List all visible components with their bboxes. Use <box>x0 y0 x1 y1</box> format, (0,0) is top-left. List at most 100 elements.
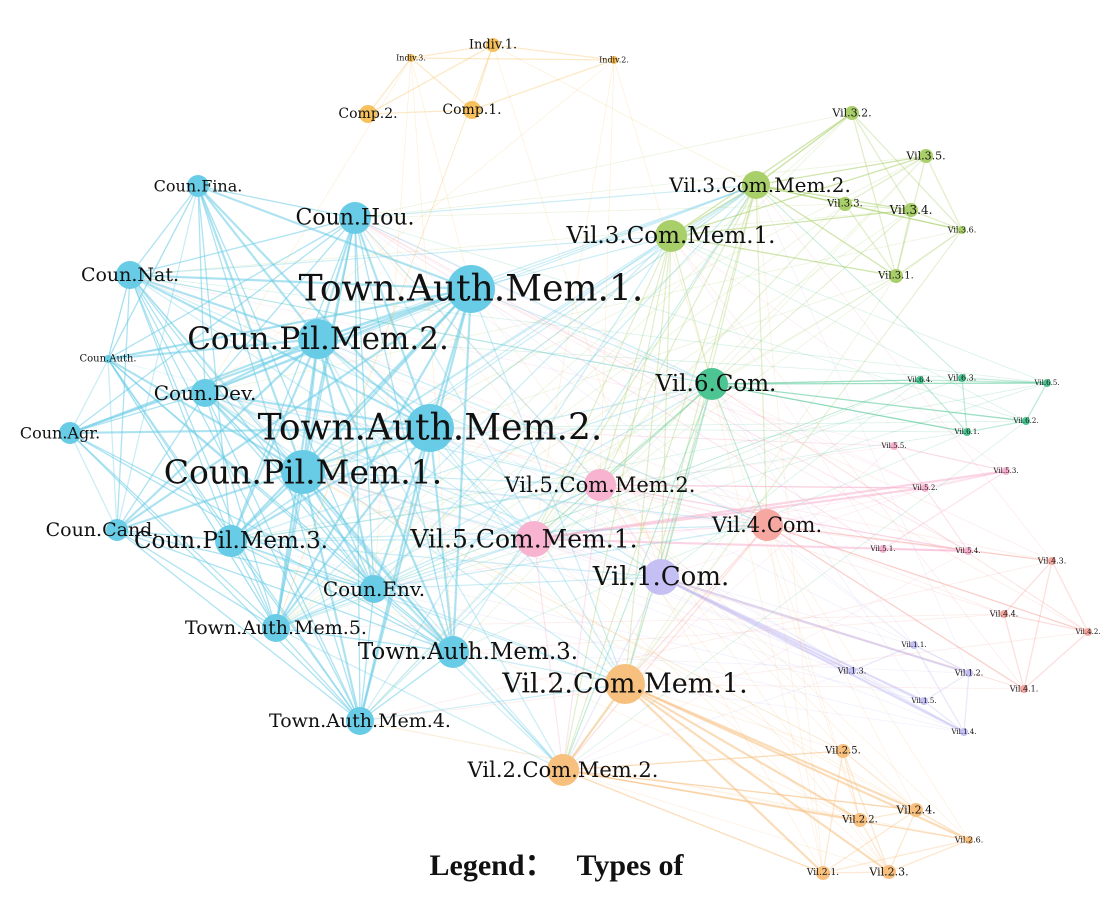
edge <box>354 112 853 219</box>
edge <box>844 155 927 205</box>
edge <box>107 358 118 531</box>
node-vil62 <box>1022 417 1030 425</box>
edge <box>302 155 927 473</box>
edge <box>429 427 895 447</box>
edge <box>859 809 917 821</box>
node-label-vil34: Vil.3.4. <box>889 203 933 217</box>
edge <box>69 185 199 434</box>
node-label-counauth: Coun.Auth. <box>79 354 136 365</box>
edge <box>470 288 1053 562</box>
node-vil61 <box>963 428 971 436</box>
edge <box>316 338 455 653</box>
node-label-vil1com: Vil.1.Com. <box>592 562 730 592</box>
edge <box>274 471 305 629</box>
edge <box>470 288 915 646</box>
node-label-vil63: Vil.6.3. <box>947 374 977 383</box>
edge <box>275 627 361 722</box>
edge <box>1023 560 1053 690</box>
edge <box>230 540 861 821</box>
edge <box>451 288 473 653</box>
edge <box>230 540 375 590</box>
node-vil35 <box>919 149 933 163</box>
edge <box>129 274 232 542</box>
edge <box>129 274 1005 615</box>
edge <box>230 538 535 542</box>
edge <box>373 588 564 771</box>
edge <box>822 750 844 874</box>
node-comp2 <box>359 105 377 123</box>
edge <box>670 155 927 237</box>
node-label-vil51: Vil.5.1. <box>870 545 896 553</box>
edge <box>1025 382 1048 422</box>
edge <box>429 427 662 578</box>
edge <box>275 484 601 629</box>
edge <box>882 470 1007 550</box>
edge <box>129 274 361 722</box>
node-label-vil25: Vil.2.5. <box>824 746 861 757</box>
edge <box>359 588 375 722</box>
edge <box>711 209 912 385</box>
edge <box>599 484 917 811</box>
edge <box>116 529 375 590</box>
edge <box>359 203 846 722</box>
edge <box>358 427 432 722</box>
edge <box>766 524 861 821</box>
edge <box>452 651 626 685</box>
edge <box>961 377 1048 384</box>
edge <box>116 529 361 722</box>
edge <box>533 377 963 540</box>
node-label-vil35: Vil.3.5. <box>905 150 945 163</box>
node-counpil3 <box>215 525 247 557</box>
edge <box>895 229 963 277</box>
edge <box>711 383 824 874</box>
edge <box>893 445 926 489</box>
node-label-tam5: Town.Auth.Mem.5. <box>185 617 367 639</box>
node-label-vil41: Vil.4.1. <box>1009 685 1039 694</box>
edge <box>204 229 963 394</box>
edge <box>204 392 454 653</box>
edge <box>562 769 824 874</box>
edge <box>359 720 970 841</box>
edge <box>129 274 1048 384</box>
edge <box>354 217 884 550</box>
edge <box>452 155 927 653</box>
edge <box>711 383 1089 633</box>
edge <box>471 59 615 111</box>
edge <box>204 392 277 629</box>
edge <box>492 44 662 578</box>
edge <box>69 432 454 653</box>
edge <box>354 217 601 486</box>
legend-title: Legend： <box>429 849 555 882</box>
node-vil2cm2 <box>547 754 579 786</box>
edge <box>895 209 912 277</box>
edge <box>670 235 884 550</box>
edge <box>197 184 472 291</box>
edge <box>624 683 861 821</box>
edge <box>533 184 757 540</box>
edge <box>624 229 963 685</box>
node-label-tam4: Town.Auth.Mem.4. <box>269 710 451 732</box>
node-label-vil11: Vil.1.1. <box>901 641 927 649</box>
edge <box>107 288 472 360</box>
edge <box>429 427 1005 615</box>
edge <box>562 670 853 771</box>
edge <box>670 184 757 237</box>
edge <box>107 358 277 629</box>
edge <box>367 44 494 115</box>
edge <box>766 524 917 811</box>
node-label-tam3: Town.Auth.Mem.3. <box>358 639 578 665</box>
edge <box>470 235 672 290</box>
edge <box>429 427 968 433</box>
edge <box>533 524 768 540</box>
edge <box>562 750 844 771</box>
edge <box>317 184 757 340</box>
edge <box>373 524 768 590</box>
edge <box>116 529 232 542</box>
edge <box>1003 613 1025 690</box>
edge <box>533 537 969 553</box>
edge <box>915 809 970 841</box>
edge <box>711 382 1048 385</box>
node-label-vil23: Vil.2.3. <box>868 866 908 879</box>
edge <box>197 185 319 340</box>
edge <box>275 288 472 629</box>
